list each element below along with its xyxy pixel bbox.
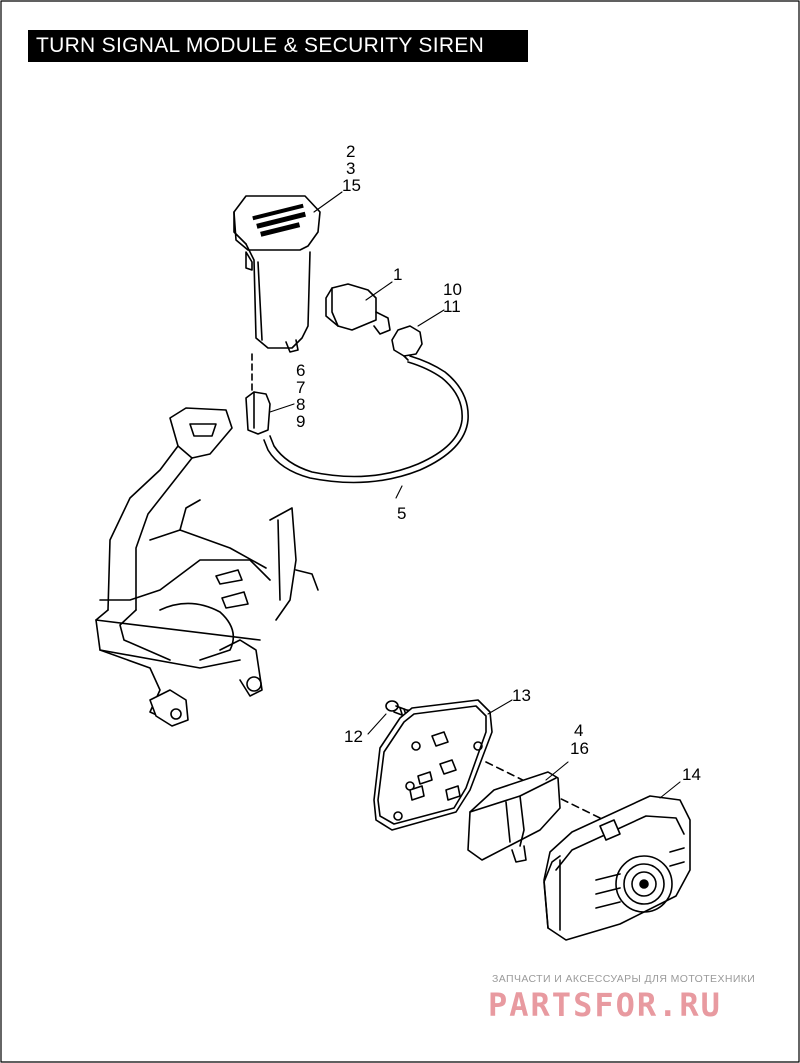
callout-3: 3 xyxy=(346,159,356,178)
callout-16: 16 xyxy=(570,739,589,758)
callout-4: 4 xyxy=(574,721,584,740)
security-module xyxy=(467,771,561,863)
callout-10: 10 xyxy=(443,280,462,299)
mounting-bracket xyxy=(95,407,319,727)
security-siren xyxy=(543,795,691,941)
callout-5: 5 xyxy=(397,504,407,523)
callout-12: 12 xyxy=(344,727,363,746)
small-connector xyxy=(245,353,271,435)
connector xyxy=(325,283,391,335)
callout-14: 14 xyxy=(682,765,701,784)
callout-11: 11 xyxy=(443,297,461,316)
harness-connector xyxy=(391,325,423,361)
turn-signal-module xyxy=(233,195,321,353)
callout-13: 13 xyxy=(512,686,531,705)
callout-15: 15 xyxy=(342,176,361,195)
leader-lines xyxy=(269,191,681,799)
callout-6: 6 xyxy=(296,361,306,380)
diagram-title: TURN SIGNAL MODULE & SECURITY SIREN xyxy=(28,30,528,62)
callout-7: 7 xyxy=(296,378,306,397)
callout-8: 8 xyxy=(296,395,306,414)
wire-harness xyxy=(263,355,469,484)
callout-2: 2 xyxy=(346,142,356,161)
callout-1: 1 xyxy=(393,265,403,284)
watermark-logo: PARTSFOR.RU xyxy=(488,986,722,1024)
watermark-caption: ЗАПЧАСТИ И АКСЕССУАРЫ ДЛЯ МОТОТЕХНИКИ xyxy=(492,973,756,985)
callout-9: 9 xyxy=(296,412,306,431)
